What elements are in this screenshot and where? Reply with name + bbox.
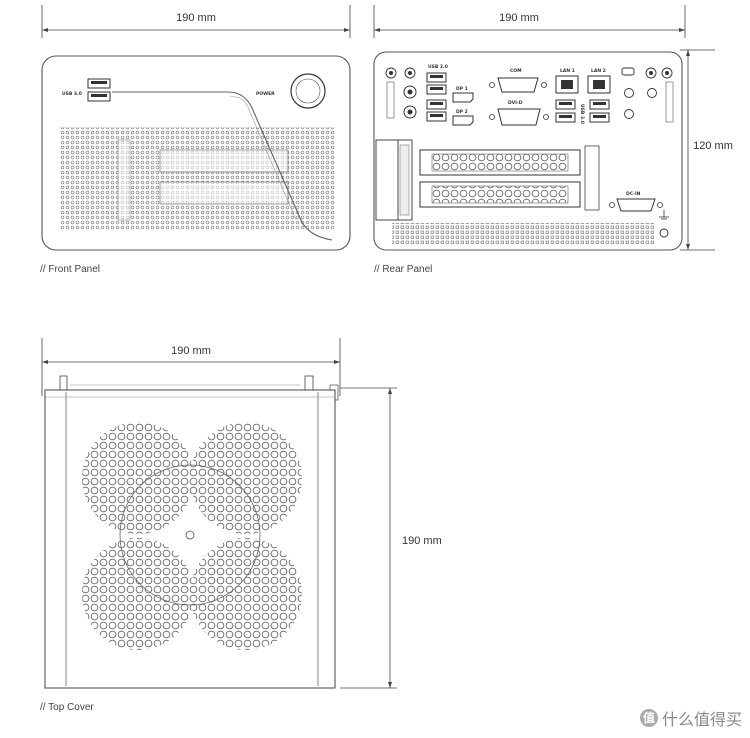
com-port (497, 77, 539, 93)
front-width-label: 190 mm (176, 12, 216, 24)
front-accent-line (112, 91, 333, 241)
front-power-label: POWER (256, 91, 275, 97)
rear-lan1-label: LAN 1 (560, 68, 575, 74)
rear-com-label: COM (510, 68, 522, 74)
rear-width-label: 190 mm (499, 12, 539, 24)
rear-panel: 190 mm 120 mm USB 2.0 (373, 5, 738, 251)
displayport-2 (452, 115, 474, 126)
front-vent-grille (60, 127, 335, 229)
rear-vent-slots (392, 223, 654, 245)
rear-panel-caption: // Rear Panel (374, 264, 433, 275)
rear-dp2-label: DP 2 (456, 109, 468, 115)
rear-dcin-label: DC-IN (626, 191, 641, 197)
top-cover: 190 mm 190 mm (41, 338, 442, 689)
watermark-text: 什么值得买 (661, 710, 742, 729)
rear-dvid-label: DVI-D (508, 100, 523, 106)
rear-usb20-label: USB 2.0 (428, 64, 448, 70)
rear-height-label: 120 mm (693, 140, 733, 152)
fan-hub-icon (185, 530, 195, 540)
displayport-1 (452, 92, 474, 103)
front-panel-caption: // Front Panel (40, 264, 101, 275)
watermark-badge: 值 (639, 709, 658, 727)
top-cover-caption: // Top Cover (40, 702, 94, 713)
top-depth-label: 190 mm (402, 535, 442, 547)
top-width-label: 190 mm (171, 345, 211, 357)
front-panel: 190 mm USB 3.0 POWER (41, 5, 351, 251)
front-usb-label: USB 3.0 (62, 91, 82, 97)
fan-outline (119, 464, 261, 606)
rear-usb30-label: USB 3.0 (579, 104, 585, 124)
dvi-port (497, 108, 541, 126)
rear-lan2-label: LAN 2 (591, 68, 606, 74)
dc-in-port (616, 198, 656, 212)
watermark: 值 什么值得买 (639, 706, 742, 730)
rear-dp1-label: DP 1 (456, 86, 468, 92)
